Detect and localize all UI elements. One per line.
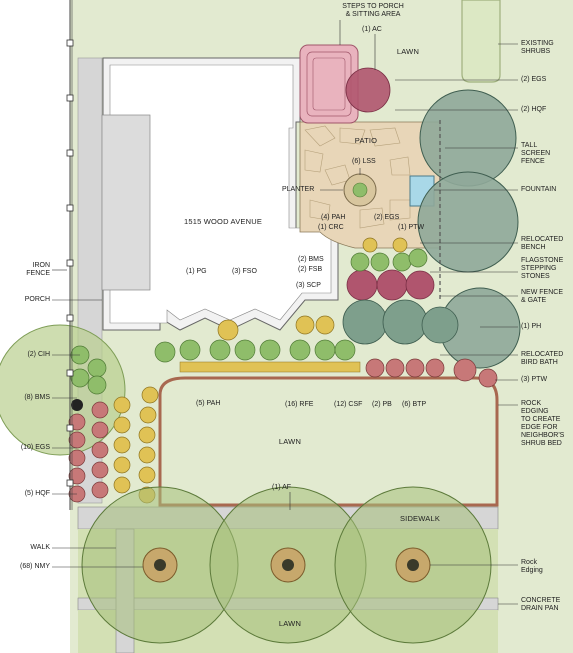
af1-label: (1) AF (272, 484, 292, 491)
evergreen-tree (417, 171, 519, 273)
porch-block (101, 114, 151, 291)
bms-shrub (71, 399, 83, 411)
house-label: 1515 WOOD AVENUE (183, 217, 263, 226)
existing-shrubs-label: EXISTING SHRUBS (521, 40, 554, 55)
hqf2-label: (2) HQF (521, 106, 547, 113)
sidewalk-label: SIDEWALK (399, 514, 441, 523)
ptw3-label: (3) PTW (521, 376, 548, 383)
fso3-label: (3) FSO (232, 268, 257, 275)
pah5-label: (5) PAH (196, 400, 221, 407)
csf12-label: (12) CSF (334, 401, 363, 408)
new-fence-label: NEW FENCE & GATE (521, 289, 563, 304)
egs2-label: (2) EGS (521, 76, 547, 83)
walk-label: WALK (30, 544, 50, 551)
tall-screen-fence-label: TALL SCREEN FENCE (521, 142, 551, 165)
lawn-bottom-label: LAWN (278, 619, 302, 628)
lss-label: (6) LSS (352, 158, 376, 165)
scp3-label: (3) SCP (296, 282, 321, 289)
rfe-border (179, 361, 361, 373)
drain-pan-label: CONCRETE DRAIN PAN (521, 597, 561, 612)
evergreen-mass (342, 299, 459, 345)
patio-label: PATIO (354, 136, 378, 145)
leader-lines (52, 20, 518, 605)
relocated-bench-label: RELOCATED BENCH (521, 236, 564, 251)
red-shrubs (365, 358, 498, 388)
ph1-label: (1) PH (521, 323, 542, 330)
yellow-left (113, 396, 131, 494)
scp-shrubs (346, 269, 435, 301)
rock-edging-top-label: ROCK EDGING TO CREATE EDGE FOR NEIGHBOR'… (521, 400, 565, 447)
bms2-label: (2) BMS (298, 256, 324, 263)
rfe16-label: (16) RFE (285, 401, 314, 408)
btp6-label: (6) BTP (402, 401, 427, 408)
fsb2-label: (2) FSB (298, 266, 323, 273)
lawn-main-label: LAWN (278, 437, 302, 446)
lawn-top-label: LAWN (396, 47, 420, 56)
ac-unit (345, 67, 391, 113)
porch-label: PORCH (24, 296, 50, 303)
bms8-label: (8) BMS (24, 394, 50, 401)
iron-fence-label: IRON FENCE (26, 262, 50, 277)
fence-posts (66, 39, 74, 487)
flagstone-label: FLAGSTONE STEPPING STONES (521, 257, 564, 280)
egs2b-label: (2) EGS (374, 214, 400, 221)
existing-shrubs-bed (461, 0, 501, 83)
lawn-main (158, 376, 499, 507)
pg1-label: (1) PG (186, 268, 207, 275)
planter-label: PLANTER (282, 186, 315, 193)
house-interior (109, 64, 332, 324)
fountain-label: FOUNTAIN (521, 186, 557, 193)
egs10-label: (10) EGS (20, 444, 50, 451)
pb2-label: (2) PB (372, 401, 392, 408)
bird-bath-label: RELOCATED BIRD BATH (521, 351, 564, 366)
nmy68-label: (68) NMY (20, 563, 50, 570)
rock-edging-bottom-label: Rock Edging (521, 559, 543, 574)
cih2-label: (2) CIH (27, 351, 50, 358)
hqf5-label: (5) HQF (24, 490, 50, 497)
ac-label: (1) AC (362, 26, 382, 33)
green-shrubs-row (154, 248, 428, 363)
egs-shrubs (68, 401, 109, 503)
pah4-label: (4) PAH (321, 214, 346, 221)
crc-label: (1) CRC (318, 224, 344, 231)
tree-canopy (0, 324, 126, 456)
steps-to-porch-label: STEPS TO PORCH & SITTING AREA (342, 3, 404, 18)
ptw1-label: (1) PTW (398, 224, 425, 231)
